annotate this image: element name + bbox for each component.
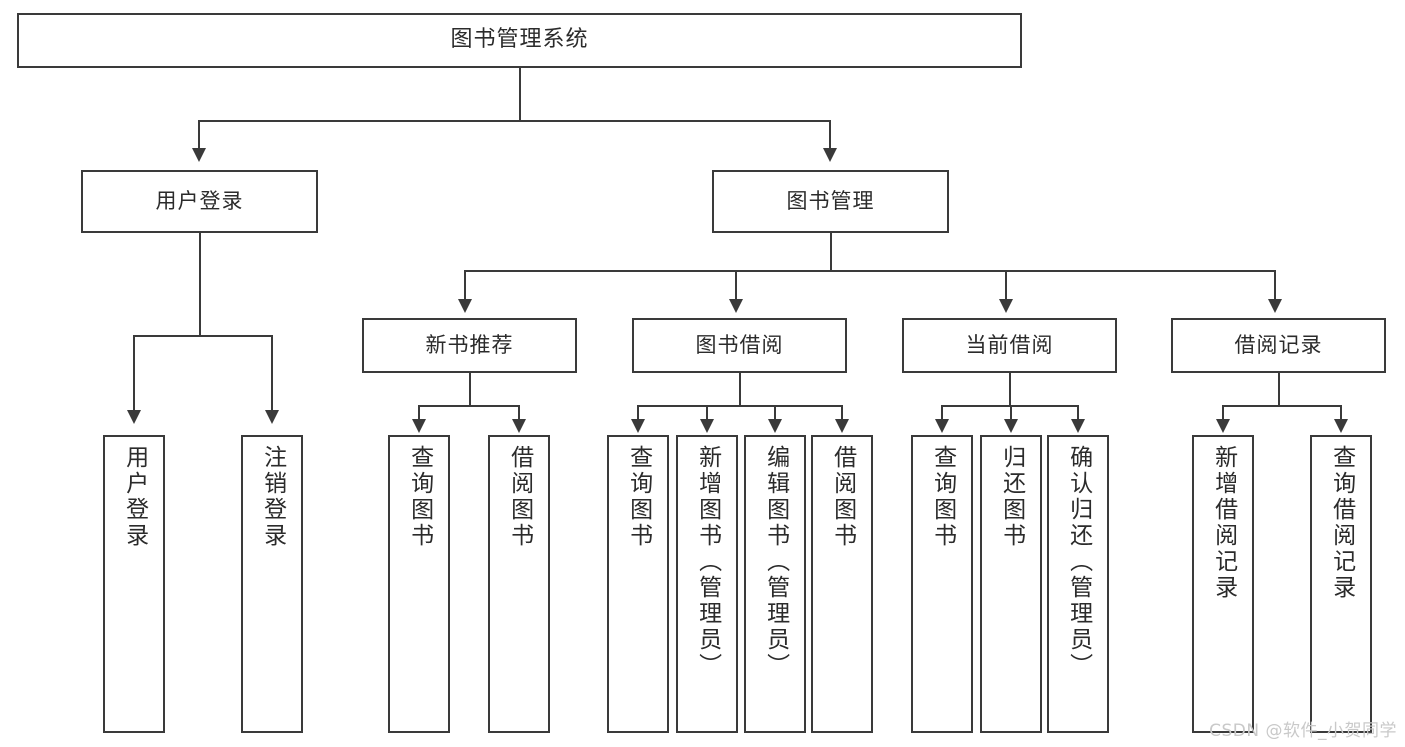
leaf-confirm-return-admin[interactable]: 确认归还（管理员） [1047,435,1109,733]
leaf-borrow-book-recommend[interactable]: 借阅图书 [488,435,550,733]
arrow-to-current-borrow [999,299,1013,313]
connector-bookborrow-bus [637,405,843,407]
leaf-query-book-current[interactable]: 查询图书 [911,435,973,733]
connector-userlogin-drop-2 [271,335,273,410]
arrow-to-book-borrow [729,299,743,313]
leaf-label: 查询借阅记录 [1328,445,1355,601]
leaf-label: 查询图书 [625,445,652,549]
connector-borrowrecord-drop-1 [1222,405,1224,421]
arrow-to-book-manage [823,148,837,162]
connector-root-bus [198,120,831,122]
node-label: 图书管理 [786,188,875,213]
arrow-to-currentborrow-leaf-1 [935,419,949,433]
connector-borrowrecord-bus [1222,405,1342,407]
leaf-label: 编辑图书（管理员） [762,445,789,679]
connector-bookmgmt-drop-3 [1005,270,1007,299]
connector-root-drop-2 [829,120,831,148]
connector-root-drop-1 [198,120,200,148]
leaf-label: 查询图书 [929,445,956,549]
connector-bookborrow-drop-3 [774,405,776,421]
leaf-label: 归还图书 [998,445,1025,549]
connector-newbook-bus [418,405,520,407]
connector-currentborrow-bus [941,405,1078,407]
connector-borrowrecord-stem [1278,373,1280,405]
leaf-label: 新增图书（管理员） [694,445,721,679]
leaf-label: 查询图书 [406,445,433,549]
node-label: 图书管理系统 [450,27,589,53]
connector-root-stem [519,68,521,120]
arrow-to-user-login-leaf [127,410,141,424]
csdn-watermark: CSDN @软件_小贺同学 [1209,721,1397,741]
connector-bookmgmt-bus [464,270,1276,272]
node-label: 借阅记录 [1234,332,1323,357]
leaf-add-book-admin[interactable]: 新增图书（管理员） [676,435,738,733]
leaf-query-book[interactable]: 查询图书 [607,435,669,733]
node-book-management[interactable]: 图书管理 [712,170,949,233]
connector-currentborrow-drop-1 [941,405,943,421]
leaf-borrow-book[interactable]: 借阅图书 [811,435,873,733]
arrow-to-new-book-recommend [458,299,472,313]
node-label: 新书推荐 [425,332,514,357]
node-root-system[interactable]: 图书管理系统 [17,13,1022,68]
leaf-label: 注销登录 [259,445,286,549]
leaf-label: 新增借阅记录 [1210,445,1237,601]
leaf-label: 借阅图书 [506,445,533,549]
arrow-to-borrowrecord-leaf-2 [1334,419,1348,433]
arrow-to-borrow-record [1268,299,1282,313]
connector-newbook-drop-1 [418,405,420,421]
leaf-label: 确认归还（管理员） [1065,445,1092,679]
node-label: 用户登录 [155,188,244,213]
connector-bookmgmt-drop-1 [464,270,466,299]
leaf-return-book[interactable]: 归还图书 [980,435,1042,733]
connector-bookmgmt-drop-2 [735,270,737,299]
arrow-to-bookborrow-leaf-2 [700,419,714,433]
connector-currentborrow-drop-3 [1077,405,1079,421]
connector-userlogin-drop-1 [133,335,135,410]
connector-userlogin-stem [199,233,201,335]
connector-bookborrow-drop-1 [637,405,639,421]
connector-bookmgmt-drop-4 [1274,270,1276,299]
arrow-to-currentborrow-leaf-2 [1004,419,1018,433]
node-borrow-record[interactable]: 借阅记录 [1171,318,1386,373]
leaf-logout[interactable]: 注销登录 [241,435,303,733]
leaf-user-login[interactable]: 用户登录 [103,435,165,733]
node-new-book-recommend[interactable]: 新书推荐 [362,318,577,373]
leaf-query-book-recommend[interactable]: 查询图书 [388,435,450,733]
node-user-login[interactable]: 用户登录 [81,170,318,233]
connector-bookborrow-drop-2 [706,405,708,421]
arrow-to-bookborrow-leaf-1 [631,419,645,433]
arrow-to-bookborrow-leaf-3 [768,419,782,433]
arrow-to-currentborrow-leaf-3 [1071,419,1085,433]
connector-bookborrow-drop-4 [841,405,843,421]
arrow-to-logout-leaf [265,410,279,424]
arrow-to-borrowrecord-leaf-1 [1216,419,1230,433]
leaf-add-borrow-record[interactable]: 新增借阅记录 [1192,435,1254,733]
node-current-borrow[interactable]: 当前借阅 [902,318,1117,373]
connector-currentborrow-drop-2 [1010,405,1012,421]
leaf-edit-book-admin[interactable]: 编辑图书（管理员） [744,435,806,733]
connector-bookborrow-stem [739,373,741,405]
arrow-to-user-login [192,148,206,162]
node-label: 图书借阅 [695,332,784,357]
arrow-to-newbook-leaf-2 [512,419,526,433]
connector-newbook-stem [469,373,471,405]
leaf-label: 用户登录 [121,445,148,549]
node-label: 当前借阅 [965,332,1054,357]
connector-newbook-drop-2 [518,405,520,421]
arrow-to-newbook-leaf-1 [412,419,426,433]
leaf-label: 借阅图书 [829,445,856,549]
node-book-borrow[interactable]: 图书借阅 [632,318,847,373]
connector-borrowrecord-drop-2 [1340,405,1342,421]
arrow-to-bookborrow-leaf-4 [835,419,849,433]
connector-bookmgmt-stem [830,233,832,270]
connector-userlogin-bus [133,335,273,337]
leaf-query-borrow-record[interactable]: 查询借阅记录 [1310,435,1372,733]
connector-currentborrow-stem [1009,373,1011,405]
